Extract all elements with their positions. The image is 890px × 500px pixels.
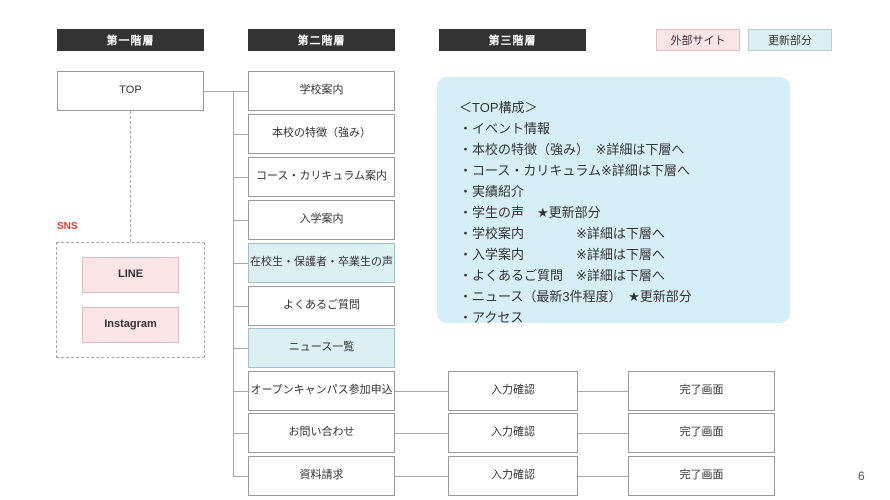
node-school-guide-label: 学校案内 bbox=[299, 84, 344, 97]
branch-stub-6 bbox=[233, 306, 248, 307]
branch-stub-8 bbox=[233, 391, 248, 392]
top-structure-callout: ＜TOP構成＞ ・イベント情報 ・本校の特徴（強み） ※詳細は下層へ ・コース・… bbox=[437, 77, 790, 325]
legend-updated-section-label: 更新部分 bbox=[768, 35, 812, 47]
connector-top-to-sns bbox=[130, 111, 131, 242]
column-header-level3: 第三階層 bbox=[439, 29, 586, 51]
connector-l2-l3-3 bbox=[395, 476, 448, 477]
callout-line-news: ・ニュース（最新3件程度） ★更新部分 bbox=[459, 289, 692, 305]
node-school-features[interactable]: 本校の特徴（強み） bbox=[248, 114, 395, 154]
node-sns-line[interactable]: LINE bbox=[82, 257, 179, 293]
node-open-campus-application-label: オープンキャンパス参加申込 bbox=[250, 384, 393, 397]
callout-line-achievements: ・実績紹介 bbox=[459, 184, 525, 200]
branch-stub-3 bbox=[233, 177, 248, 178]
node-open-campus-application[interactable]: オープンキャンパス参加申込 bbox=[248, 371, 395, 411]
column-header-level1: 第一階層 bbox=[57, 29, 204, 51]
branch-stub-2 bbox=[233, 134, 248, 135]
column-header-level2-label: 第二階層 bbox=[297, 35, 346, 47]
node-completion-screen-1-label: 完了画面 bbox=[679, 384, 724, 397]
callout-line-school-features: ・本校の特徴（強み） ※詳細は下層へ bbox=[459, 142, 685, 158]
node-sns-line-label: LINE bbox=[117, 268, 144, 281]
callout-line-event-info: ・イベント情報 bbox=[459, 121, 551, 137]
node-input-confirm-2-label: 入力確認 bbox=[491, 426, 535, 439]
node-contact-label: お問い合わせ bbox=[288, 426, 355, 439]
callout-title: ＜TOP構成＞ bbox=[459, 100, 538, 115]
legend-updated-section: 更新部分 bbox=[748, 29, 832, 51]
node-admission-guide-label: 入学案内 bbox=[299, 213, 344, 226]
node-news-list-label: ニュース一覧 bbox=[288, 341, 355, 354]
callout-line-student-voices: ・学生の声 ★更新部分 bbox=[459, 205, 601, 221]
node-top[interactable]: TOP bbox=[57, 71, 204, 111]
connector-l3-l4-2 bbox=[578, 433, 628, 434]
node-sns-instagram-label: Instagram bbox=[104, 318, 157, 331]
node-completion-screen-1[interactable]: 完了画面 bbox=[628, 371, 775, 411]
node-contact[interactable]: お問い合わせ bbox=[248, 413, 395, 453]
node-material-request[interactable]: 資料請求 bbox=[248, 456, 395, 496]
node-completion-screen-2[interactable]: 完了画面 bbox=[628, 413, 775, 453]
branch-stub-7 bbox=[233, 348, 248, 349]
node-school-features-label: 本校の特徴（強み） bbox=[272, 127, 371, 140]
node-student-voices[interactable]: 在校生・保護者・卒業生の声 bbox=[248, 243, 395, 283]
connector-l2-l3-2 bbox=[395, 433, 448, 434]
branch-stub-9 bbox=[233, 433, 248, 434]
node-school-guide[interactable]: 学校案内 bbox=[248, 71, 395, 111]
node-student-voices-label: 在校生・保護者・卒業生の声 bbox=[250, 256, 393, 269]
legend-external-site-label: 外部サイト bbox=[670, 35, 726, 47]
connector-l3-l4-1 bbox=[578, 391, 628, 392]
branch-stub-5 bbox=[233, 263, 248, 264]
branch-stub-10 bbox=[233, 476, 248, 477]
node-input-confirm-1[interactable]: 入力確認 bbox=[448, 371, 578, 411]
node-faq[interactable]: よくあるご質問 bbox=[248, 286, 395, 326]
node-faq-label: よくあるご質問 bbox=[283, 299, 360, 312]
callout-line-admission: ・入学案内 ※詳細は下層へ bbox=[459, 247, 665, 263]
node-completion-screen-3[interactable]: 完了画面 bbox=[628, 456, 775, 496]
trunk-level2 bbox=[233, 91, 234, 476]
node-completion-screen-2-label: 完了画面 bbox=[679, 426, 724, 439]
node-input-confirm-3-label: 入力確認 bbox=[491, 469, 535, 482]
callout-line-access: ・アクセス bbox=[459, 310, 524, 326]
callout-line-school-guide: ・学校案内 ※詳細は下層へ bbox=[459, 226, 665, 242]
column-header-level2: 第二階層 bbox=[248, 29, 395, 51]
node-input-confirm-3[interactable]: 入力確認 bbox=[448, 456, 578, 496]
node-course-curriculum-label: コース・カリキュラム案内 bbox=[255, 170, 388, 183]
connector-l2-l3-1 bbox=[395, 391, 448, 392]
sns-group-label: SNS bbox=[57, 221, 78, 232]
branch-stub-1 bbox=[233, 91, 248, 92]
node-completion-screen-3-label: 完了画面 bbox=[679, 469, 724, 482]
connector-top-to-trunk bbox=[204, 91, 233, 92]
node-input-confirm-2[interactable]: 入力確認 bbox=[448, 413, 578, 453]
column-header-level3-label: 第三階層 bbox=[488, 35, 537, 47]
sns-group bbox=[56, 242, 205, 358]
column-header-level1-label: 第一階層 bbox=[106, 35, 155, 47]
node-course-curriculum[interactable]: コース・カリキュラム案内 bbox=[248, 157, 395, 197]
connector-l3-l4-3 bbox=[578, 476, 628, 477]
callout-line-faq: ・よくあるご質問 ※詳細は下層へ bbox=[459, 268, 665, 284]
legend-external-site: 外部サイト bbox=[656, 29, 740, 51]
callout-line-course: ・コース・カリキュラム※詳細は下層へ bbox=[459, 163, 690, 179]
node-admission-guide[interactable]: 入学案内 bbox=[248, 200, 395, 240]
node-input-confirm-1-label: 入力確認 bbox=[491, 384, 535, 397]
node-news-list[interactable]: ニュース一覧 bbox=[248, 328, 395, 368]
page-number: 6 bbox=[858, 469, 865, 483]
branch-stub-4 bbox=[233, 220, 248, 221]
node-material-request-label: 資料請求 bbox=[299, 469, 344, 482]
node-top-label: TOP bbox=[119, 84, 142, 97]
node-sns-instagram[interactable]: Instagram bbox=[82, 307, 179, 343]
